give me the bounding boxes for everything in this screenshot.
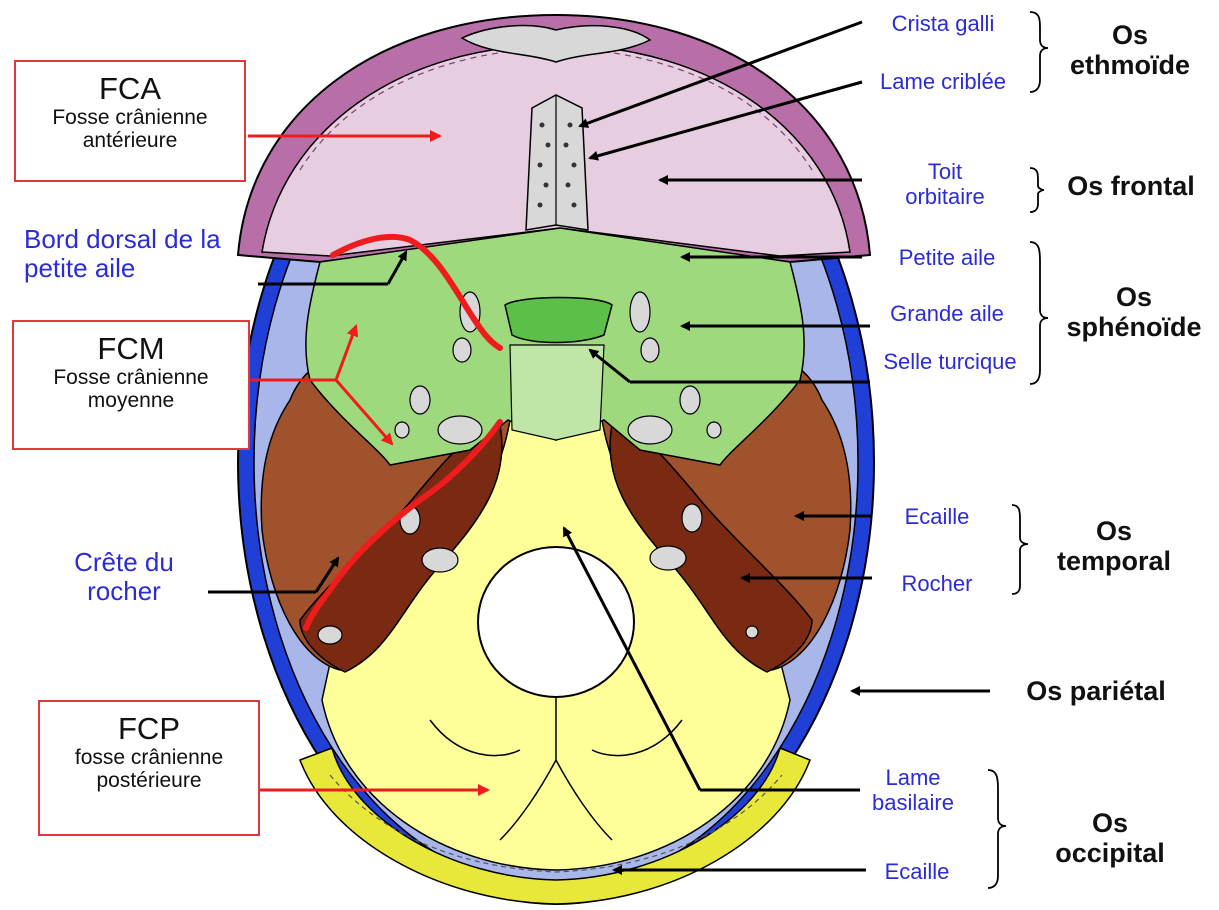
os-sphenoide-label: Os sphénoïde: [1052, 282, 1216, 342]
fca-box: FCA Fosse crânienne antérieure: [14, 60, 246, 182]
grande-aile-label: Grande aile: [872, 302, 1022, 327]
fcm-box: FCM Fosse crânienne moyenne: [12, 320, 250, 450]
os-ethmoide-label: Os ethmoïde: [1050, 20, 1210, 80]
sella-turcica: [505, 298, 612, 343]
ecaille-temporal-label: Ecaille: [882, 505, 992, 530]
toit-orbitaire-label: Toit orbitaire: [880, 160, 1010, 209]
foramen-magnum: [478, 547, 634, 697]
bord-dorsal-label: Bord dorsal de la petite aile: [24, 225, 264, 283]
selle-turcique-label: Selle turcique: [862, 350, 1038, 375]
dorsum-sellae: [510, 345, 604, 440]
fcm-name: Fosse crânienne moyenne: [14, 366, 248, 412]
petite-aile-label: Petite aile: [872, 246, 1022, 271]
rocher-label: Rocher: [882, 572, 992, 597]
group-brackets: [988, 12, 1048, 888]
os-parietal-label: Os pariétal: [1006, 676, 1186, 706]
crete-label: Crête du rocher: [54, 548, 194, 606]
os-frontal-label: Os frontal: [1046, 171, 1216, 201]
lame-basilaire-label: Lame basilaire: [858, 766, 968, 815]
ethmoid-bone: [526, 95, 588, 230]
os-temporal-label: Os temporal: [1034, 516, 1194, 576]
fcp-abbr: FCP: [40, 712, 258, 746]
fca-name: Fosse crânienne antérieure: [16, 106, 244, 152]
fcp-name: fosse crânienne postérieure: [40, 746, 258, 792]
lame-criblee-label: Lame criblée: [858, 70, 1028, 95]
crista-galli-label: Crista galli: [868, 12, 1018, 37]
os-occipital-label: Os occipital: [1030, 808, 1190, 868]
fcp-box: FCP fosse crânienne postérieure: [38, 700, 260, 836]
fca-abbr: FCA: [16, 72, 244, 106]
ecaille-occipital-label: Ecaille: [862, 860, 972, 885]
fcm-abbr: FCM: [14, 332, 248, 366]
